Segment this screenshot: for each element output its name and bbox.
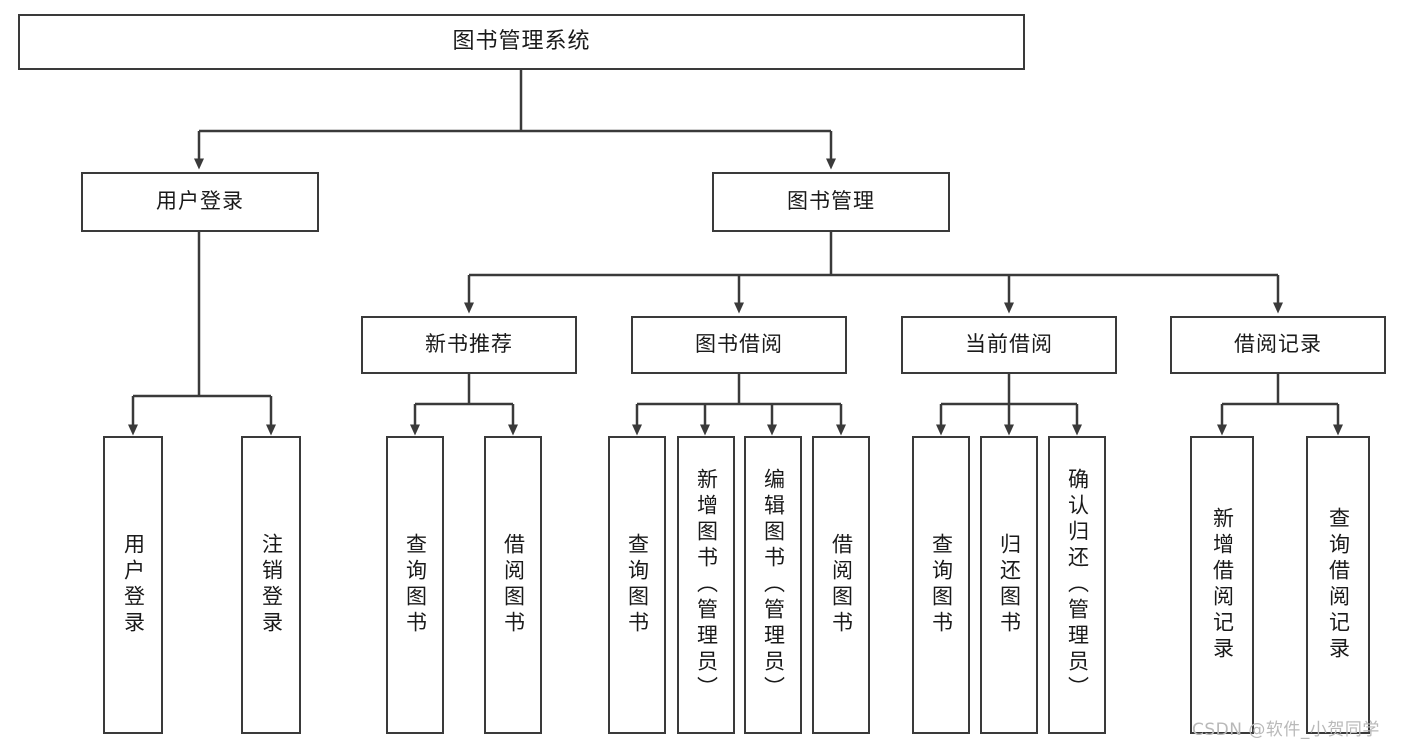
node-label: 查询借阅记录 (1326, 507, 1351, 663)
csdn-watermark: CSDN @软件_小贺同学 (1192, 720, 1380, 740)
node-new-book-recommend[interactable]: 新书推荐 (361, 316, 577, 374)
node-label: 确认归还（管理员） (1065, 468, 1090, 702)
node-label: 新增借阅记录 (1210, 507, 1235, 663)
leaf-recommend-borrow-book[interactable]: 借阅图书 (484, 436, 542, 734)
node-label: 借阅记录 (1234, 332, 1322, 357)
leaf-borrow-borrow-book[interactable]: 借阅图书 (812, 436, 870, 734)
node-current-borrow[interactable]: 当前借阅 (901, 316, 1117, 374)
node-label: 查询图书 (625, 533, 650, 637)
leaf-recommend-query-book[interactable]: 查询图书 (386, 436, 444, 734)
node-label: 查询图书 (403, 533, 428, 637)
leaf-current-return-book[interactable]: 归还图书 (980, 436, 1038, 734)
node-label: 用户登录 (156, 189, 244, 214)
node-label: 当前借阅 (965, 332, 1053, 357)
node-user-login[interactable]: 用户登录 (81, 172, 319, 232)
node-label: 注销登录 (259, 533, 284, 637)
node-label: 新增图书（管理员） (694, 468, 719, 702)
node-label: 用户登录 (121, 533, 146, 637)
node-borrow-record[interactable]: 借阅记录 (1170, 316, 1386, 374)
leaf-record-add-record[interactable]: 新增借阅记录 (1190, 436, 1254, 734)
leaf-user-login-logout[interactable]: 注销登录 (241, 436, 301, 734)
node-label: 图书管理 (787, 189, 875, 214)
leaf-record-query-record[interactable]: 查询借阅记录 (1306, 436, 1370, 734)
node-book-borrow[interactable]: 图书借阅 (631, 316, 847, 374)
node-label: 图书管理系统 (452, 28, 591, 54)
node-root-system[interactable]: 图书管理系统 (18, 14, 1025, 70)
leaf-borrow-query-book[interactable]: 查询图书 (608, 436, 666, 734)
node-label: 查询图书 (929, 533, 954, 637)
node-book-management[interactable]: 图书管理 (712, 172, 950, 232)
leaf-current-confirm-return-admin[interactable]: 确认归还（管理员） (1048, 436, 1106, 734)
node-label: 借阅图书 (829, 533, 854, 637)
leaf-user-login-login[interactable]: 用户登录 (103, 436, 163, 734)
node-label: 编辑图书（管理员） (761, 468, 786, 702)
leaf-borrow-add-book-admin[interactable]: 新增图书（管理员） (677, 436, 735, 734)
node-label: 新书推荐 (425, 332, 513, 357)
node-label: 借阅图书 (501, 533, 526, 637)
leaf-borrow-edit-book-admin[interactable]: 编辑图书（管理员） (744, 436, 802, 734)
node-label: 归还图书 (997, 533, 1022, 637)
node-label: 图书借阅 (695, 332, 783, 357)
leaf-current-query-book[interactable]: 查询图书 (912, 436, 970, 734)
